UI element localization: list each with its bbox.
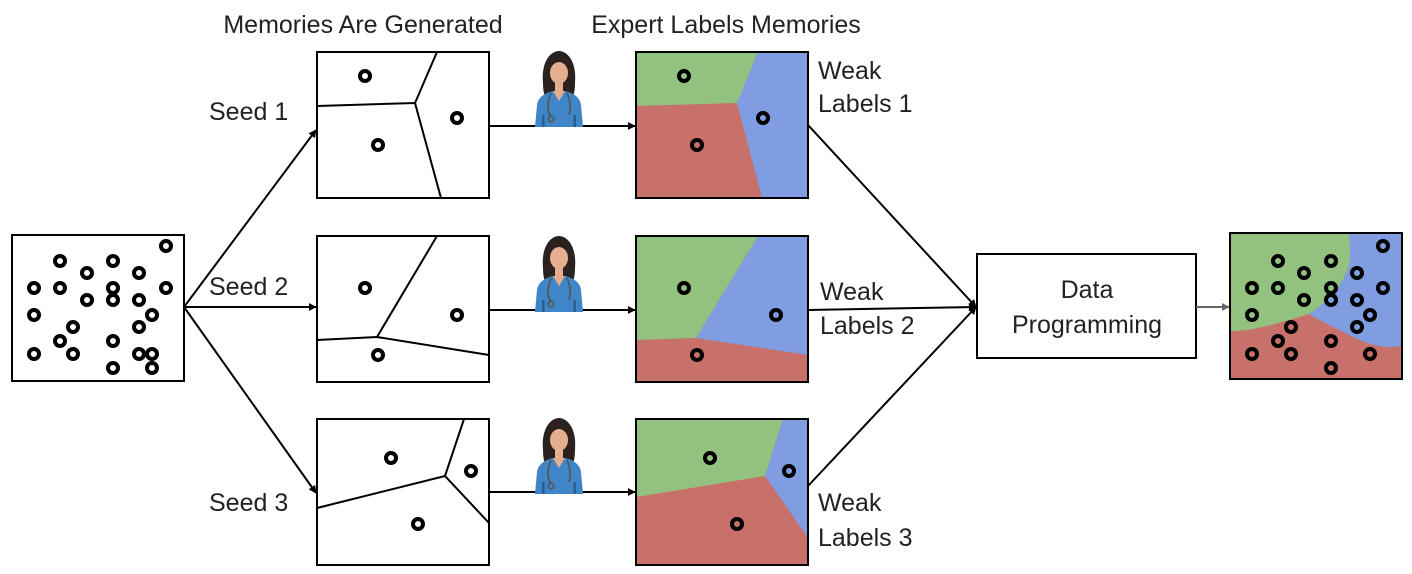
header-expert-labels: Expert Labels Memories	[591, 11, 861, 39]
labeled-memory-box-3	[635, 418, 809, 566]
arrow-to-seed-1	[183, 129, 317, 308]
weak-labels-1-line2: Labels 1	[818, 90, 913, 118]
header-memories-generated: Memories Are Generated	[223, 11, 502, 39]
weak-labels-3-line2: Labels 3	[818, 524, 913, 552]
seed-1-label: Seed 1	[209, 98, 288, 126]
labeled-memory-box-2	[635, 235, 809, 383]
arrow-to-seed-3	[183, 306, 317, 494]
labeled-memory-box-1	[635, 51, 809, 199]
doctor-icon	[534, 235, 584, 312]
memory-box-1	[316, 51, 490, 199]
seed-3-label: Seed 3	[209, 489, 288, 517]
data-programming-line1: Data	[1061, 276, 1114, 304]
arrow-labels-1-to-dp	[807, 124, 977, 308]
seed-2-label: Seed 2	[209, 273, 288, 301]
weak-labels-2-line1: Weak	[820, 278, 884, 306]
arrow-labels-2-to-dp	[807, 303, 977, 312]
doctor-icon	[534, 50, 584, 127]
weak-labels-3-line1: Weak	[818, 489, 882, 517]
memory-box-2	[316, 235, 490, 383]
data-programming-line2: Programming	[1012, 311, 1162, 339]
arrow-labels-3-to-dp	[807, 306, 977, 487]
memory-box-3	[316, 418, 490, 566]
doctor-icon	[534, 417, 584, 494]
weak-labels-1-line1: Weak	[818, 57, 882, 85]
unlabeled-data-box	[11, 234, 185, 382]
data-programming-box: Data Programming	[976, 253, 1197, 359]
weak-labels-2-line2: Labels 2	[820, 312, 915, 340]
final-labeled-output	[1229, 232, 1403, 380]
data-points	[27, 239, 173, 375]
